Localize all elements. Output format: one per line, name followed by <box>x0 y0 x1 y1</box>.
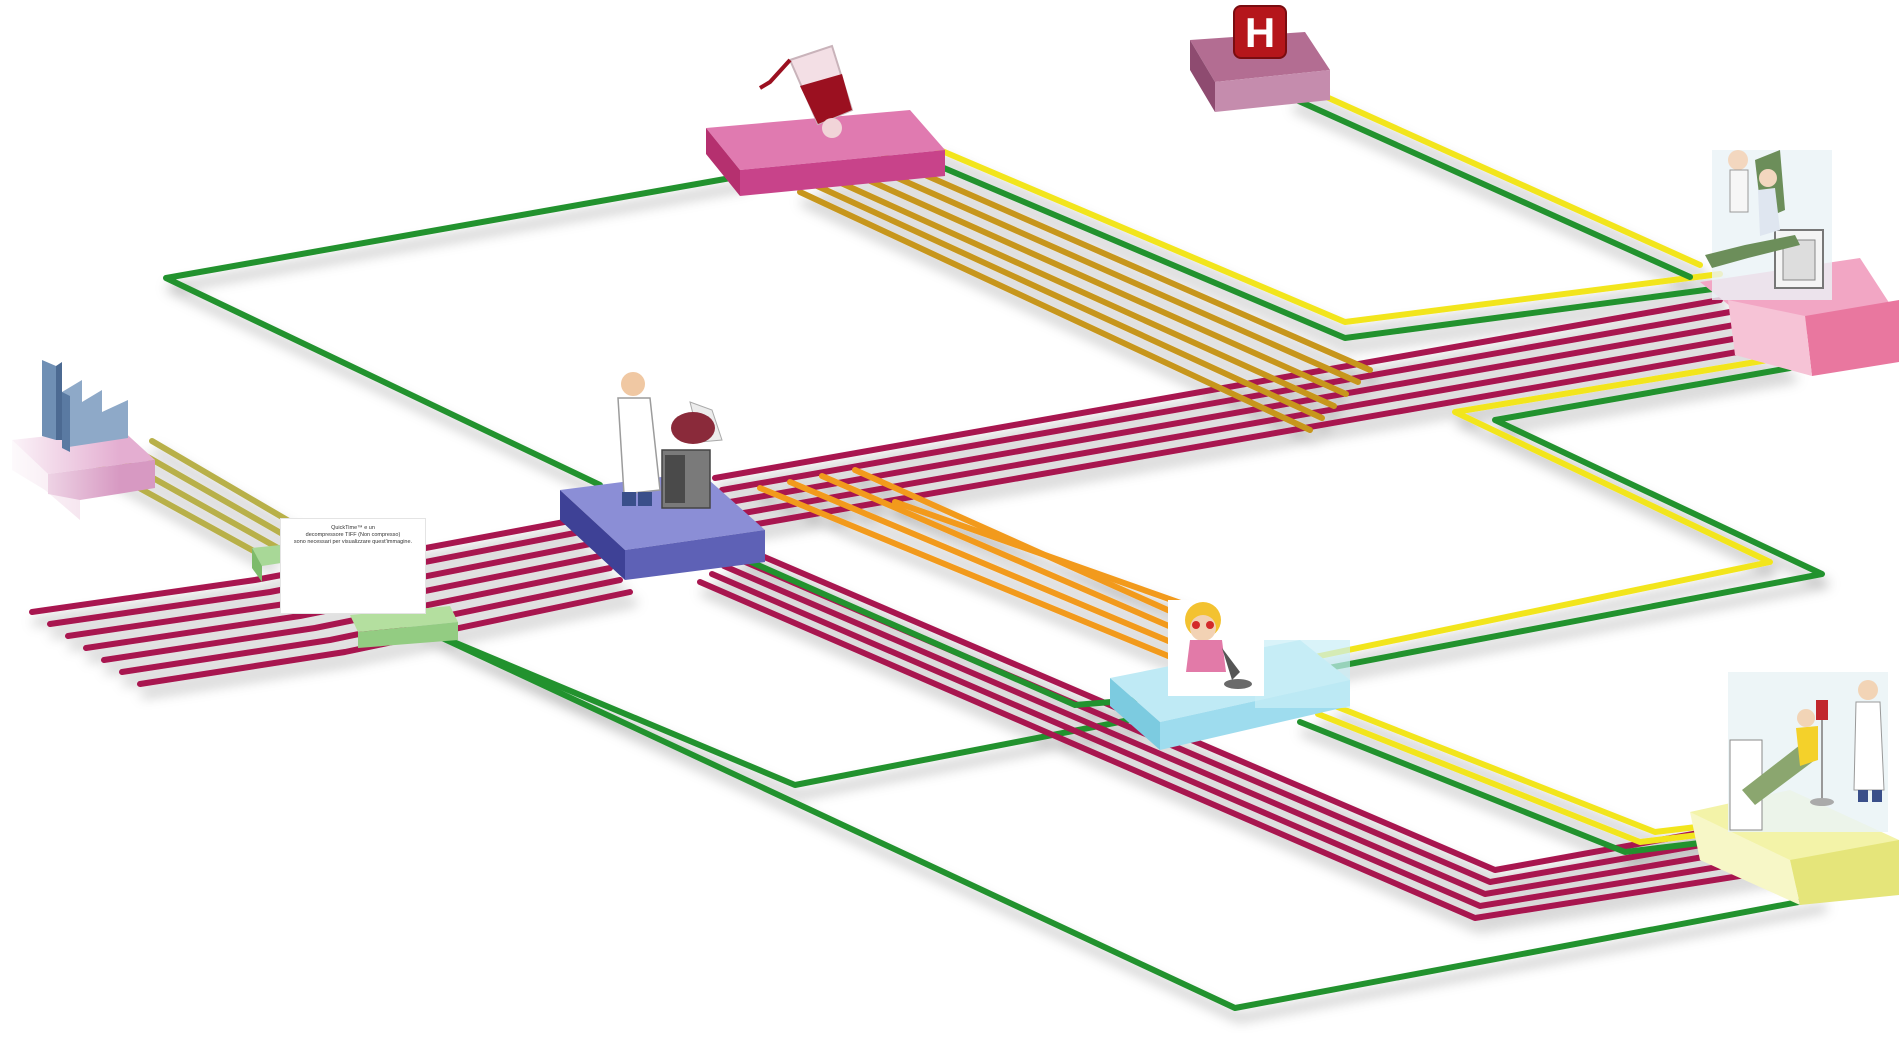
donor-room-top-node[interactable] <box>1700 150 1899 376</box>
yellow-pipe-collection <box>932 145 1723 325</box>
laboratory-node[interactable] <box>560 372 765 580</box>
green-pipe-microscope-south <box>1297 719 1728 855</box>
blood-collection-node[interactable] <box>706 44 945 196</box>
green-pipe-hospital <box>1289 95 1693 280</box>
green-pipe-collection <box>922 157 1723 341</box>
green-pipe-factory-join <box>422 627 1143 788</box>
quicktime-placeholder: QuickTime™ e un decompressore TIFF (Non … <box>280 518 426 614</box>
yellow-pipe-hospital <box>1299 83 1703 268</box>
hospital-h-icon: H <box>1233 5 1287 59</box>
orange-bundle <box>757 467 1209 663</box>
hospital-sign-letter: H <box>1245 9 1275 56</box>
gold-bundle <box>797 154 1373 433</box>
factory-node[interactable] <box>0 360 155 520</box>
quicktime-line-2: decompressore TIFF (Non compresso) <box>305 532 401 538</box>
yellow-pipe-zigzag <box>1307 355 1783 661</box>
hospital-node[interactable]: H <box>1190 5 1330 112</box>
green-pipe-loop-north <box>163 173 745 488</box>
quicktime-line-1: QuickTime™ e un <box>331 525 375 531</box>
crimson-bundle-north <box>712 297 1763 529</box>
pipes-layer <box>29 83 1825 1011</box>
green-pipe-zigzag <box>1315 365 1825 673</box>
donor-room-bottom-node[interactable] <box>1690 672 1899 905</box>
green-pipe-loop-south <box>422 627 1823 1011</box>
transfusion-icon <box>1728 672 1888 832</box>
blood-donor-chair-icon <box>1705 150 1832 300</box>
microscope-icon <box>1168 600 1264 696</box>
quicktime-line-3: sono necessari per visualizzare quest'im… <box>293 539 413 545</box>
lab-technician-icon <box>617 372 723 509</box>
microscope-lab-node[interactable] <box>1110 600 1350 750</box>
factory-icon <box>42 360 128 452</box>
blood-bag-icon <box>758 44 854 138</box>
